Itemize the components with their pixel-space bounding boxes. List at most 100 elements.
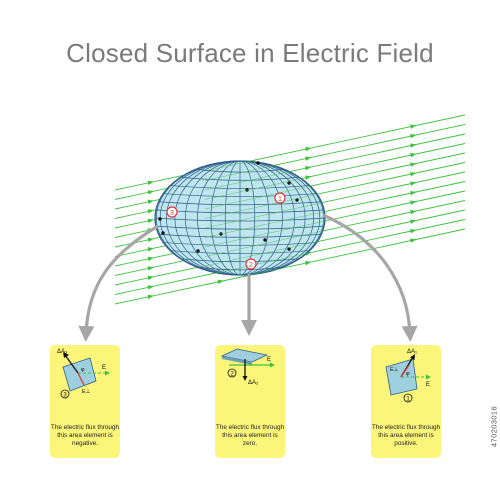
field-arrowhead (410, 210, 417, 215)
grid-parallel (158, 201, 322, 206)
field-arrowhead (147, 285, 154, 290)
area-label-2: ΔA₂ (248, 380, 259, 386)
grid-parallel (180, 258, 300, 263)
field-arrowhead (410, 134, 417, 139)
card-3-figure: ΔA₃ E E⊥ φ 3 (57, 349, 110, 399)
svg-text:1: 1 (278, 196, 282, 203)
arrow-to-card-3 (78, 224, 159, 342)
surface-point (196, 249, 200, 253)
grid-parallel (196, 168, 284, 173)
field-arrowhead (147, 218, 154, 224)
surface-point (161, 231, 165, 235)
area-label-1: ΔA₁ (407, 349, 417, 355)
field-arrowhead (147, 190, 154, 195)
field-arrowhead (410, 191, 417, 196)
page-title: Closed Surface in Electric Field (66, 38, 434, 68)
field-line-front (204, 173, 326, 200)
grid-parallel (170, 250, 310, 254)
field-label-2: E (267, 357, 271, 363)
field-arrowhead (410, 200, 417, 205)
field-arrowhead (147, 266, 154, 271)
surface-point (295, 198, 299, 202)
surface-point (287, 181, 291, 185)
number-badge-2: 2 (230, 372, 234, 378)
field-line-front (204, 239, 326, 267)
card-2-figure: E ΔA₂ 2 (220, 348, 275, 386)
field-arrowhead (147, 256, 154, 262)
grid-meridian (239, 161, 314, 275)
field-line-front (204, 154, 326, 181)
grid-meridian (210, 161, 241, 275)
svg-text:2: 2 (249, 262, 253, 269)
field-line-front (204, 192, 326, 219)
grid-parallel (196, 266, 284, 271)
field-arrowhead (410, 172, 417, 177)
field-arrowhead (410, 153, 417, 158)
field-line-front (204, 249, 326, 276)
grid-meridian (239, 161, 321, 275)
surface-point (245, 188, 249, 192)
svg-text:3: 3 (170, 210, 174, 217)
surface-points (158, 161, 299, 253)
field-line-front (204, 258, 326, 286)
closed-surface (154, 160, 326, 276)
field-line-front (204, 220, 326, 248)
field-arrowhead (147, 294, 154, 300)
surface-point (256, 161, 260, 165)
field-arrowhead (410, 124, 417, 129)
field-line-front (204, 230, 326, 257)
field-arrowhead (147, 247, 154, 252)
grid-meridian (239, 161, 256, 275)
component-label-1: E⊥ (390, 367, 399, 373)
grid-meridian (174, 161, 241, 275)
field-arrowhead (147, 209, 154, 214)
area-element-3 (62, 357, 97, 392)
field-arrowhead (147, 275, 154, 281)
field-line-front (204, 144, 326, 172)
grid-parallel (155, 217, 325, 222)
area-label-3: ΔA₃ (57, 349, 68, 355)
surface-marker-2: 2 (245, 258, 257, 270)
field-line-front (204, 211, 326, 238)
grid-parallel (180, 176, 300, 181)
field-arrowhead (410, 219, 417, 224)
field-arrowhead (217, 279, 224, 285)
field-label-1: E (426, 382, 430, 388)
grid-parallel (155, 225, 325, 230)
field-arrowhead (410, 181, 417, 186)
field-arrowhead (410, 162, 417, 167)
angle-label-1: φ (406, 371, 410, 377)
arrow-to-card-1 (322, 213, 418, 342)
angle-label-3: φ (81, 367, 85, 373)
field-arrowhead (147, 180, 154, 186)
number-badge-1: 1 (406, 397, 410, 403)
field-arrowhead (410, 229, 417, 234)
field-line-front (204, 201, 326, 229)
card-1-figure: ΔA₁ E E⊥ φ 1 (385, 349, 431, 403)
field-arrowhead (147, 237, 154, 243)
surface-marker-3: 3 (166, 206, 178, 218)
field-line-front (204, 182, 326, 210)
number-badge-3: 3 (63, 393, 67, 399)
grid-parallel (170, 185, 310, 189)
surface-marker-1: 1 (274, 192, 286, 204)
field-lines-front (204, 144, 326, 286)
grid-parallel (163, 242, 317, 246)
field-arrowhead (410, 143, 417, 148)
field-label-3: E (102, 365, 106, 371)
side-code: 470203016 (489, 405, 499, 448)
grid-meridian (166, 161, 241, 275)
component-label-3: E⊥ (82, 389, 91, 395)
surface-point (263, 238, 267, 242)
field-arrowhead (410, 238, 417, 243)
grid-parallel (163, 193, 317, 197)
field-arrowhead (147, 199, 154, 205)
surface-point (158, 217, 162, 221)
